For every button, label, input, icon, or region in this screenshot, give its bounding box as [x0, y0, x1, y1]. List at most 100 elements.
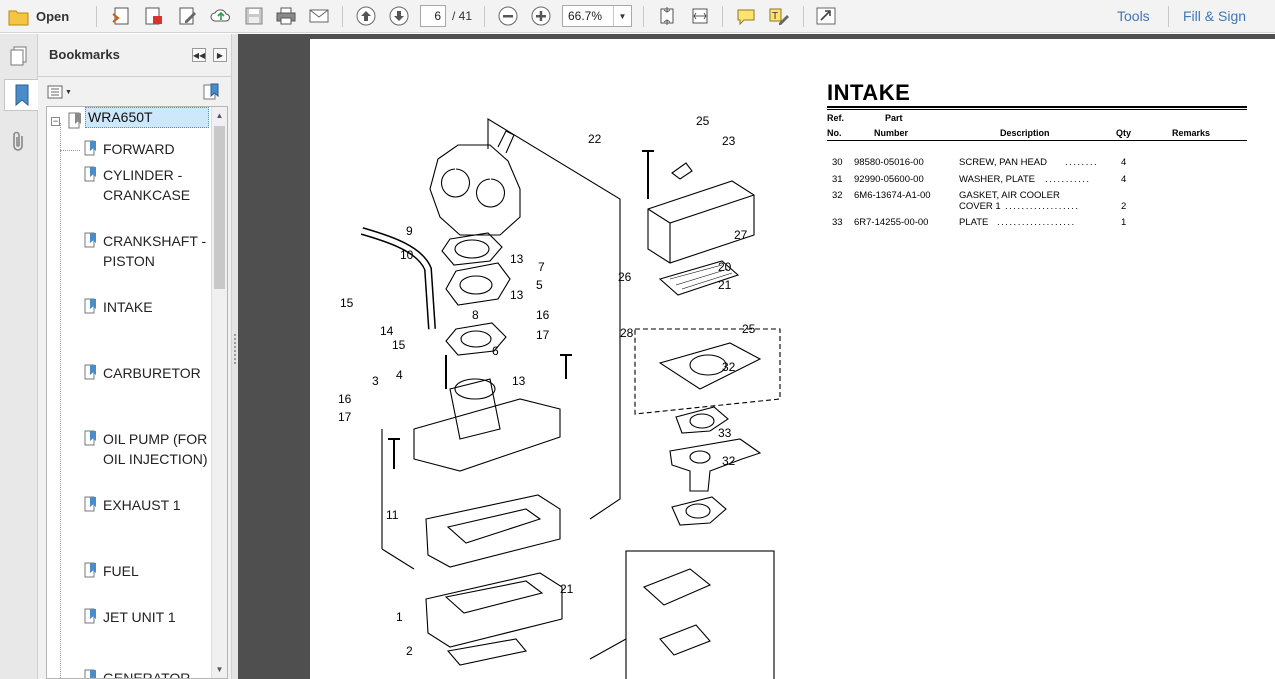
edit-pdf-icon[interactable] [176, 5, 200, 27]
callout-label: 20 [718, 260, 732, 274]
options-list-icon [47, 85, 63, 99]
qty-cell: 4 [1121, 174, 1127, 185]
callout-label: 25 [742, 322, 756, 336]
header-qty: Qty [1116, 128, 1132, 138]
panel-splitter[interactable] [232, 34, 238, 679]
callout-label: 9 [406, 224, 413, 238]
qty-cell: 2 [1121, 201, 1127, 212]
callout-label: 21 [560, 582, 574, 596]
upload-cloud-icon[interactable] [209, 5, 233, 27]
collapse-toggle[interactable]: − [51, 115, 60, 126]
callout-label: 16 [536, 308, 550, 322]
callout-label: 15 [340, 296, 354, 310]
print-icon[interactable] [274, 5, 298, 27]
svg-text:T: T [772, 11, 778, 22]
email-icon[interactable] [307, 5, 331, 27]
bookmark-label: FORWARD [103, 141, 175, 157]
ref-cell: 31 [832, 174, 843, 185]
highlight-text-icon[interactable]: T [767, 5, 791, 27]
ref-cell: 33 [832, 217, 843, 228]
bookmarks-title: Bookmarks [49, 47, 120, 62]
chevron-down-icon: ▼ [65, 88, 72, 96]
title-rule [827, 109, 1247, 110]
desc-cell: PLATE [959, 217, 989, 228]
zoom-input[interactable] [563, 6, 613, 26]
bookmark-label: INTAKE [103, 299, 153, 315]
panel-menu-button[interactable]: ▶ [213, 48, 227, 62]
document-viewport[interactable]: 9 10 15 14 15 13 13 13 8 7 5 16 17 6 4 3 [238, 34, 1275, 679]
bookmark-icon [84, 364, 96, 380]
pdf-page: 9 10 15 14 15 13 13 13 8 7 5 16 17 6 4 3 [310, 39, 1275, 679]
callout-label: 1 [396, 610, 403, 624]
fit-width-icon[interactable] [688, 5, 712, 27]
callout-label: 28 [620, 326, 634, 340]
zoom-select[interactable]: ▼ [562, 5, 632, 27]
bookmarks-panel-icon[interactable] [4, 79, 38, 111]
bookmark-root[interactable]: − [51, 112, 84, 130]
save-icon[interactable] [242, 5, 266, 27]
callout-label: 11 [386, 508, 399, 522]
callout-label: 6 [492, 344, 499, 358]
header-remarks: Remarks [1172, 128, 1211, 138]
previous-page-icon[interactable] [354, 5, 378, 27]
header-description: Description [1000, 128, 1050, 138]
bookmark-label: JET UNIT 1 [103, 609, 176, 625]
fit-page-icon[interactable] [655, 5, 679, 27]
ref-cell: 30 [832, 157, 843, 168]
callout-label: 2 [406, 644, 413, 658]
page-number-input[interactable] [420, 5, 446, 27]
open-button[interactable]: Open [8, 5, 69, 28]
toolbar-separator [484, 6, 485, 27]
export-pdf-icon[interactable] [142, 5, 166, 27]
bookmark-icon [84, 430, 96, 446]
page-thumbnails-icon[interactable] [3, 40, 35, 72]
splitter-grip [234, 334, 236, 364]
tools-link[interactable]: Tools [1117, 8, 1150, 24]
bookmarks-scrollbar[interactable]: ▲ ▼ [211, 107, 227, 678]
bookmark-root-label[interactable]: WRA650T [85, 107, 209, 128]
desc-cell-cont: COVER 1 [959, 201, 1001, 212]
new-bookmark-icon [203, 83, 219, 100]
create-pdf-icon[interactable] [110, 5, 134, 27]
header-part-1: Part [885, 113, 903, 123]
next-page-icon[interactable] [387, 5, 411, 27]
qty-cell: 1 [1121, 217, 1127, 228]
part-cell: 6M6-13674-A1-00 [854, 190, 931, 201]
callout-label: 33 [718, 426, 732, 440]
callout-label: 14 [380, 324, 394, 338]
bookmark-label: FUEL [103, 563, 139, 579]
attachments-icon[interactable] [3, 126, 35, 158]
tree-guide [60, 123, 61, 678]
bookmark-icon [84, 298, 96, 314]
zoom-in-icon[interactable] [529, 5, 553, 27]
toolbar-separator [96, 6, 97, 27]
folder-icon [8, 10, 29, 25]
bookmark-label: EXHAUST 1 [103, 497, 181, 513]
callout-label: 16 [338, 392, 352, 406]
exploded-parts-diagram: 9 10 15 14 15 13 13 13 8 7 5 16 17 6 4 3 [338, 114, 781, 679]
new-bookmark-button[interactable] [202, 82, 222, 102]
scroll-up-icon[interactable]: ▲ [215, 111, 224, 120]
toolbar-separator [803, 6, 804, 27]
bookmark-options-button[interactable]: ▼ [47, 83, 73, 101]
expand-icon[interactable] [814, 5, 838, 27]
callout-label: 17 [338, 410, 352, 424]
scroll-thumb[interactable] [214, 126, 225, 289]
callout-label: 25 [696, 114, 710, 128]
callout-label: 3 [372, 374, 379, 388]
collapse-panel-button[interactable]: ◀◀ [192, 48, 206, 62]
part-cell: 98580-05016-00 [854, 157, 924, 168]
zoom-out-icon[interactable] [496, 5, 520, 27]
callout-label: 5 [536, 278, 543, 292]
page-total: / 41 [452, 9, 473, 23]
header-ref-2: No. [827, 128, 842, 138]
chevron-down-icon[interactable]: ▼ [613, 6, 631, 26]
fill-sign-link[interactable]: Fill & Sign [1183, 8, 1247, 24]
toolbar-separator [342, 6, 343, 27]
scroll-down-icon[interactable]: ▼ [215, 665, 224, 674]
bookmark-label: GENERATOR [103, 670, 191, 679]
comment-icon[interactable] [734, 5, 758, 27]
bookmark-icon [84, 166, 96, 182]
callout-label: 8 [472, 308, 479, 322]
